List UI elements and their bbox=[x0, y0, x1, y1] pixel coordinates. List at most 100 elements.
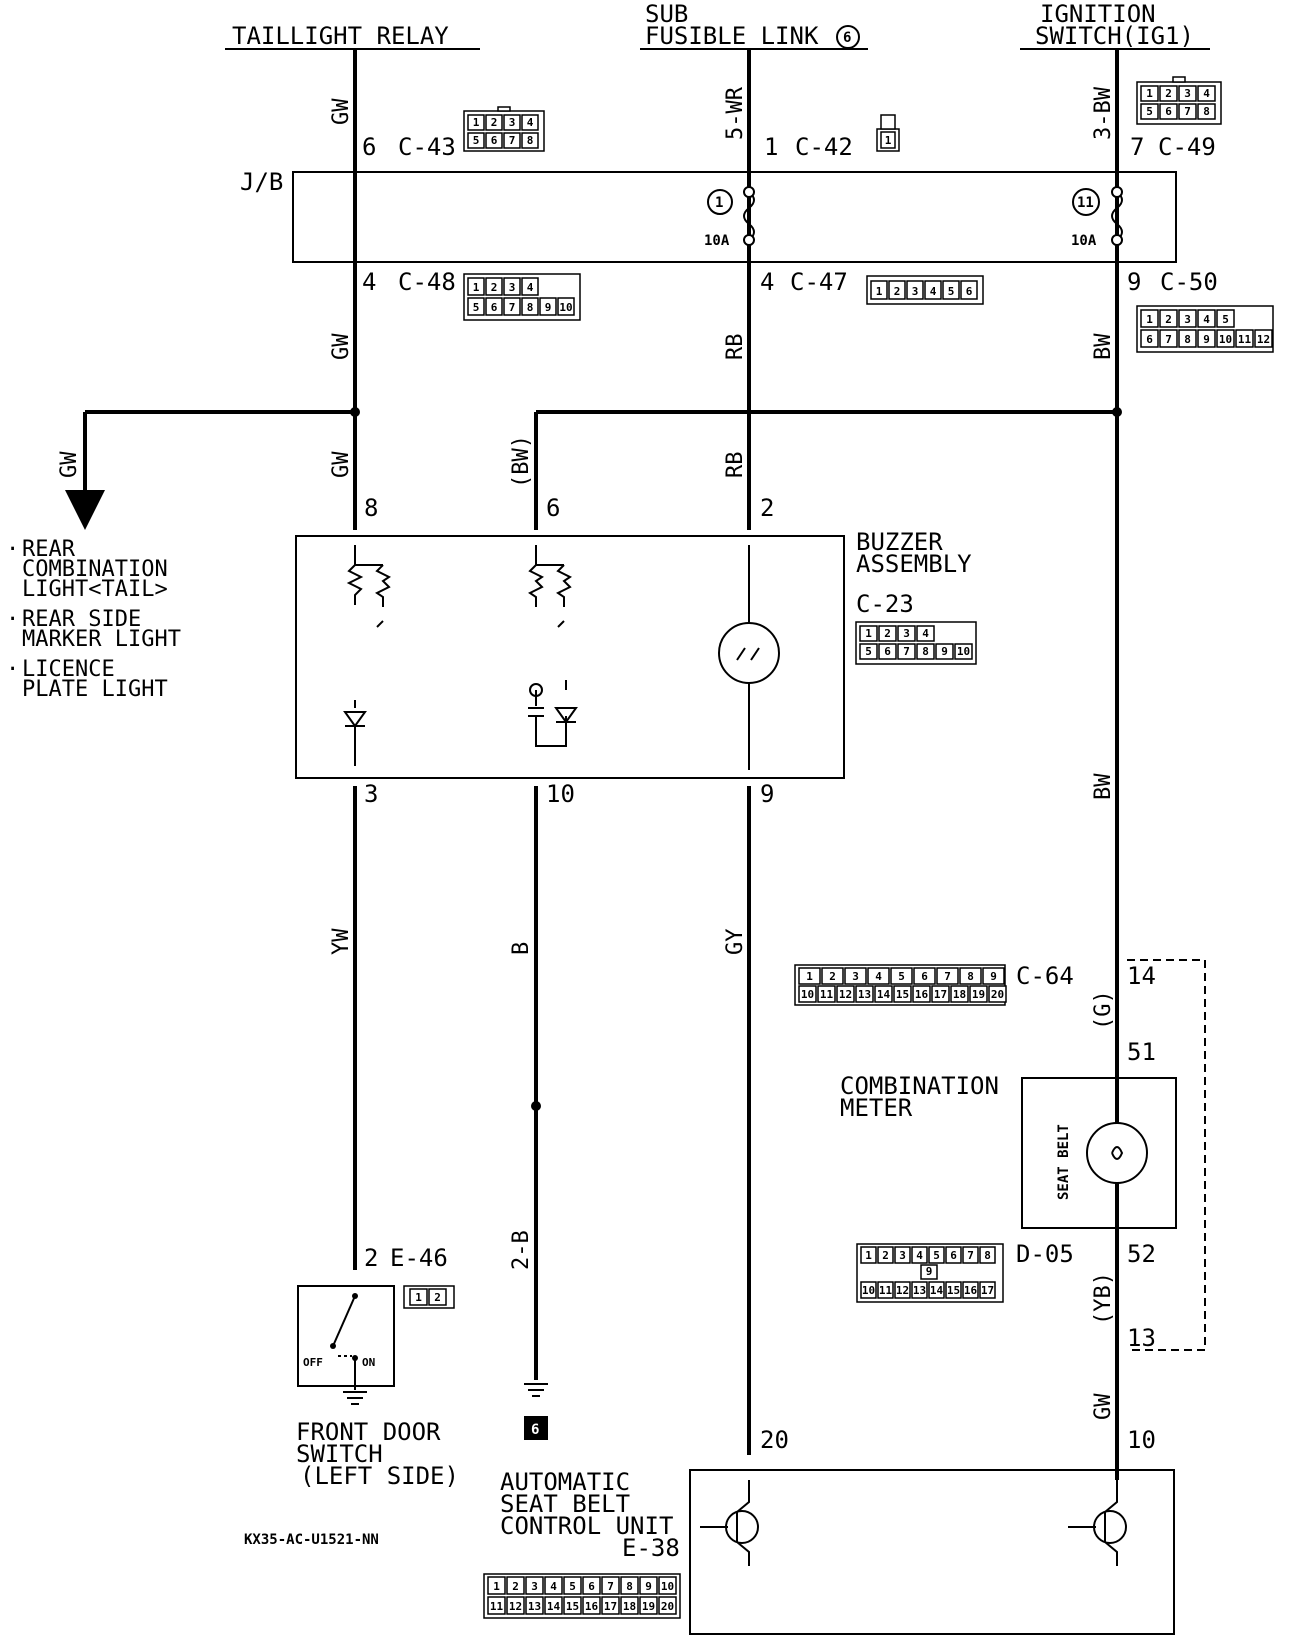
connector-pin-number: 6 bbox=[1146, 333, 1153, 346]
connector-pin-cell bbox=[601, 1576, 620, 1595]
taillight-relay-label: TAILLIGHT RELAY bbox=[232, 22, 449, 50]
jb-label: J/B bbox=[240, 168, 283, 196]
connector-pin-number: 17 bbox=[934, 988, 947, 1001]
connector-pin-number: 8 bbox=[967, 970, 974, 983]
connector-pin-number: 7 bbox=[1165, 333, 1172, 346]
connector-pin-number: 17 bbox=[604, 1600, 617, 1613]
c42-pin: 1 bbox=[764, 133, 778, 161]
connector-pin-number: 8 bbox=[984, 1249, 991, 1262]
connector-pin-cell bbox=[544, 1596, 563, 1615]
connector-pin-cell bbox=[582, 1596, 601, 1615]
meter-title-1: COMBINATION bbox=[840, 1072, 999, 1100]
connector-pin-cell bbox=[945, 1281, 962, 1299]
connector-pin-cell bbox=[521, 297, 539, 316]
tail-loads-list: · REAR COMBINATION LIGHT<TAIL> · REAR SI… bbox=[6, 537, 181, 702]
buzzer-title-2: ASSEMBLY bbox=[856, 550, 972, 578]
connector-pin-cell bbox=[503, 114, 521, 131]
connector-pin-number: 12 bbox=[509, 1600, 522, 1613]
c48-pin: 4 bbox=[362, 268, 376, 296]
connector-pin-number: 5 bbox=[898, 970, 905, 983]
connector-pin-cell bbox=[503, 277, 521, 296]
connector-pin-number: 4 bbox=[550, 1580, 557, 1593]
connector-pin-number: 6 bbox=[921, 970, 928, 983]
connector-pin-number: 20 bbox=[991, 988, 1004, 1001]
buzzer-pin-8: 8 bbox=[364, 494, 378, 522]
connector-pin-cell bbox=[1140, 85, 1159, 102]
unit-pin-10: 10 bbox=[1127, 1426, 1156, 1454]
connector-pin-cell bbox=[935, 643, 954, 660]
buzzer-title-1: BUZZER bbox=[856, 528, 943, 556]
connector-pin-cell bbox=[525, 1576, 544, 1595]
connector-pin-number: 3 bbox=[1184, 313, 1191, 326]
connector-pin-number: 5 bbox=[933, 1249, 940, 1262]
connector-pin-number: 16 bbox=[964, 1284, 978, 1297]
connector-pin-cell bbox=[920, 1264, 938, 1280]
connector-pin-cell bbox=[798, 985, 817, 1003]
diagram-code: KX35-AC-U1521-NN bbox=[244, 1532, 379, 1548]
connector-pin-cell bbox=[916, 625, 935, 642]
connector-pin-number: 3 bbox=[509, 281, 516, 294]
unit-title-2: SEAT BELT bbox=[500, 1490, 630, 1518]
connector-pin-number: 9 bbox=[990, 970, 997, 983]
connector-pin-cell bbox=[880, 131, 896, 149]
connector-pin-cell bbox=[954, 643, 973, 660]
connector-pin-number: 2 bbox=[491, 281, 498, 294]
buzzer-pin-10: 10 bbox=[546, 780, 575, 808]
connector-pin-number: 2 bbox=[894, 285, 901, 298]
connector-pin-number: 4 bbox=[875, 970, 882, 983]
connector-pin-cell bbox=[1178, 103, 1197, 120]
connector-pin-number: 4 bbox=[922, 627, 929, 640]
connector-pin-number: 4 bbox=[527, 116, 534, 129]
svg-text:·: · bbox=[6, 657, 19, 682]
connector-pin-cell bbox=[658, 1596, 677, 1615]
source-taillight-relay: TAILLIGHT RELAY bbox=[225, 22, 480, 50]
connector-pin-cell bbox=[467, 297, 485, 316]
connector-pin-cell bbox=[878, 625, 897, 642]
connector-pin-cell bbox=[888, 280, 906, 300]
connector-pin-number: 1 bbox=[885, 134, 892, 147]
connector-pin-number: 2 bbox=[884, 627, 891, 640]
connector-pin-cell bbox=[877, 1246, 894, 1264]
connector-pin-cell bbox=[821, 967, 844, 985]
connector-pin-number: 6 bbox=[1165, 105, 1172, 118]
connector-pin-cell bbox=[485, 132, 503, 149]
wire-label-yw: YW bbox=[329, 928, 354, 955]
meter-title-2: METER bbox=[840, 1094, 913, 1122]
connector-pin-cell bbox=[1178, 85, 1197, 102]
source-ignition-switch: IGNITION SWITCH(IG1) bbox=[1020, 0, 1210, 50]
connector-pin-cell bbox=[859, 625, 878, 642]
tail-load-3-line1: LICENCE bbox=[22, 657, 115, 682]
wire-label-gw-bottom: GW bbox=[1091, 1393, 1116, 1420]
switch-off-label: OFF bbox=[303, 1356, 323, 1369]
connector-pin-number: 15 bbox=[896, 988, 909, 1001]
connector-pin-number: 3 bbox=[899, 1249, 906, 1262]
connector-pin-number: 4 bbox=[527, 281, 534, 294]
connector-pin-cell bbox=[467, 132, 485, 149]
connector-pin-cell bbox=[563, 1576, 582, 1595]
connector-pin-number: 7 bbox=[903, 645, 910, 658]
door-switch-title-3: (LEFT SIDE) bbox=[300, 1462, 459, 1490]
connector-pin-number: 8 bbox=[527, 301, 534, 314]
connector-pin-cell bbox=[1159, 309, 1178, 328]
connector-pin-number: 14 bbox=[547, 1600, 561, 1613]
connector-pin-cell bbox=[897, 625, 916, 642]
door-switch-title-1: FRONT DOOR bbox=[296, 1418, 441, 1446]
connector-pin-cell bbox=[928, 1281, 945, 1299]
connector-pin-cell bbox=[1197, 85, 1216, 102]
connector-pin-number: 9 bbox=[645, 1580, 652, 1593]
connector-pin-cell bbox=[620, 1576, 639, 1595]
connector-pin-number: 3 bbox=[903, 627, 910, 640]
connector-pin-number: 9 bbox=[926, 1265, 933, 1278]
connector-pin-number: 5 bbox=[865, 645, 872, 658]
connector-pin-number: 1 bbox=[876, 285, 883, 298]
connector-pin-cell bbox=[874, 985, 893, 1003]
unit-title-3: CONTROL UNIT bbox=[500, 1512, 673, 1540]
connector-pin-cell bbox=[467, 114, 485, 131]
tail-load-1-line2: COMBINATION bbox=[22, 557, 168, 582]
connector-pin-number: 13 bbox=[528, 1600, 541, 1613]
